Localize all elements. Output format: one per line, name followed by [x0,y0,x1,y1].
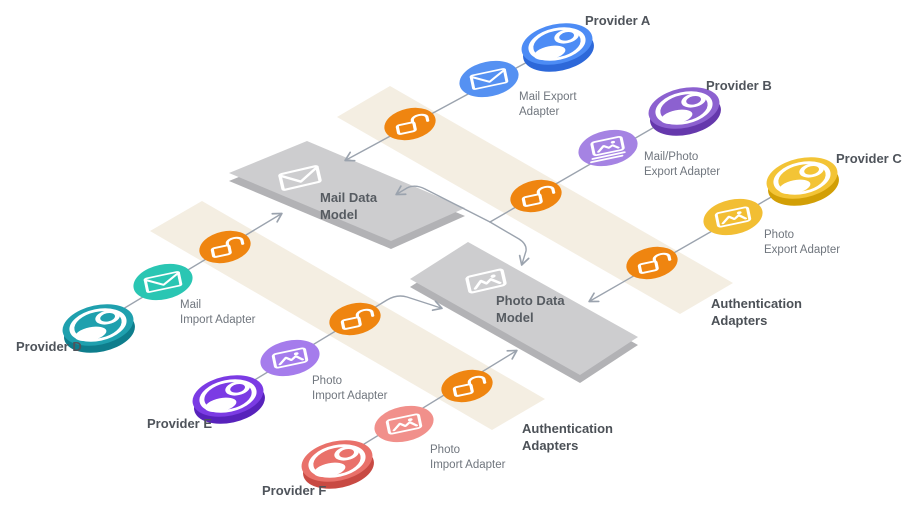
mail-envelope-icon [278,165,322,191]
mail-data-model-label: Mail Data Model [320,190,378,222]
mail-export-adapter-icon [459,60,519,98]
provider-f-icon [301,440,374,489]
authentication-adapters-label-import: Authentication Adapters [522,421,613,453]
photo-import-adapter-e-icon [260,339,320,377]
provider-e-label: Provider E [147,416,213,431]
provider-d-label: Provider D [16,339,82,354]
connector-provider-a [344,45,558,162]
connector-provider-f [337,349,518,461]
mail-export-adapter-label: Mail Export Adapter [519,91,577,118]
provider-c-label: Provider C [836,151,902,166]
provider-c-icon [766,157,839,206]
provider-b-label: Provider B [706,78,772,93]
photo-data-model-slab [410,242,638,383]
auth-lock-icon-b [510,179,562,213]
auth-lock-icon-a [384,107,436,141]
provider-a-icon [521,23,594,72]
provider-f-label: Provider F [262,483,327,498]
photo-export-adapter-icon [703,198,763,236]
connector-provider-e [227,295,443,397]
auth-lock-icon-f [441,369,493,403]
photo-export-adapter-label: Photo Export Adapter [764,229,841,256]
provider-d-icon [62,304,135,353]
auth-lock-icon-d [199,230,251,264]
mail-photo-export-adapter-label: Mail/Photo Export Adapter [644,151,721,178]
mail-photo-export-adapter-icon [578,129,638,167]
provider-e-icon [192,375,265,424]
mail-import-adapter-label: Mail Import Adapter [180,299,256,326]
connector-b-to-mail-model [395,185,491,223]
photo-import-adapter-e-label: Photo Import Adapter [312,375,388,402]
photo-data-model-label: Photo Data Model [496,293,565,325]
photo-import-adapter-f-label: Photo Import Adapter [430,444,506,471]
auth-lock-icon-c [626,246,678,280]
provider-a-label: Provider A [585,13,651,28]
authentication-adapters-label-export: Authentication Adapters [711,296,802,328]
photo-image-icon [465,268,507,294]
mail-data-model-slab [229,141,465,249]
connector-provider-c [588,179,802,303]
provider-b-icon [648,87,721,136]
connector-provider-d [97,212,283,325]
photo-import-adapter-f-icon [374,405,434,443]
mail-import-adapter-icon [133,263,193,301]
connector-b-to-photo-model [489,221,530,266]
auth-lock-icon-e [329,302,381,336]
